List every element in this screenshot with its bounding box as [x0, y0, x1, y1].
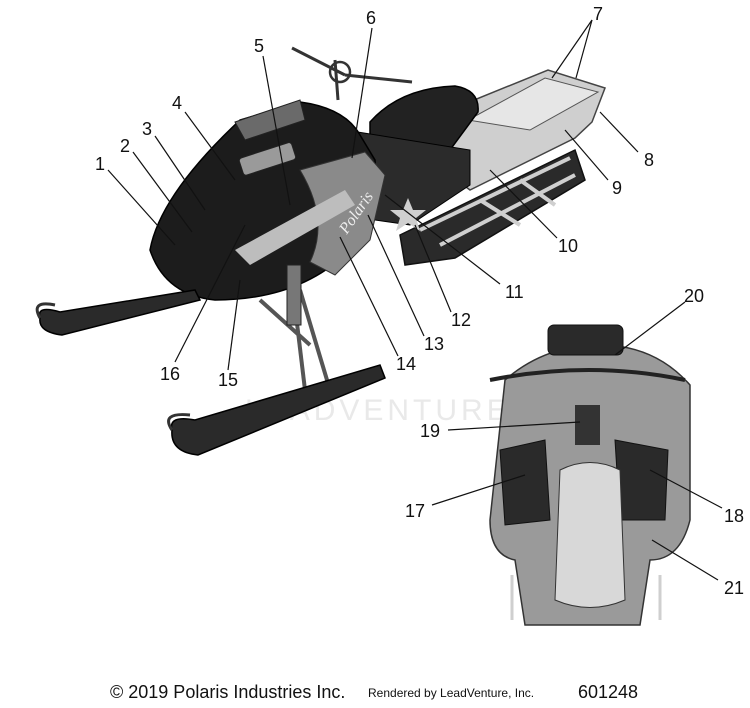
rear-rack-top: [466, 77, 600, 131]
callout-8: 8: [644, 150, 654, 170]
top-windshield: [547, 324, 624, 356]
callout-3: 3: [142, 119, 152, 139]
callout-20: 20: [684, 286, 704, 306]
callout-7: 7: [593, 4, 603, 24]
right-ski: [170, 364, 386, 456]
top-handlebar: [489, 368, 686, 382]
top-console: [575, 405, 600, 445]
callout-18: 18: [724, 506, 744, 526]
rendered-by-text: Rendered by LeadVenture, Inc.: [368, 686, 535, 700]
callout-13: 13: [424, 334, 444, 354]
callout-10: 10: [558, 236, 578, 256]
left-ski: [38, 289, 202, 336]
headlight: [238, 142, 297, 176]
callout-14: 14: [396, 354, 416, 374]
copyright-text: © 2019 Polaris Industries Inc.: [110, 682, 346, 702]
part-number: 601248: [578, 682, 639, 702]
leader-lines: [107, 19, 723, 581]
callout-17: 17: [405, 501, 425, 521]
callout-15: 15: [218, 370, 238, 390]
callout-11: 11: [505, 282, 524, 302]
callout-16: 16: [160, 364, 180, 384]
shock-absorber: [286, 264, 302, 326]
suspension-rails: [419, 156, 576, 247]
callout-1: 1: [95, 154, 105, 174]
footer: © 2019 Polaris Industries Inc. Rendered …: [0, 682, 750, 706]
callout-6: 6: [366, 8, 376, 28]
windshield: [234, 99, 306, 141]
callout-5: 5: [254, 36, 264, 56]
callout-numbers: 1 2 3 4 5 6 7 8 9 10 11 12 13 14 15 16 1…: [95, 4, 744, 598]
star-decal: [390, 198, 426, 231]
ski-loop-front: [35, 302, 56, 319]
snowmobile-top-view: [489, 324, 691, 626]
side-graphic-panel: [299, 151, 386, 276]
top-right-panel: [614, 439, 669, 521]
snowmobile-side-view: Polaris: [35, 46, 606, 456]
top-rails: [510, 575, 662, 620]
callout-9: 9: [612, 178, 622, 198]
top-seat: [554, 462, 626, 608]
ski-loop-rear: [167, 413, 191, 431]
side-graphic-stripe: [235, 190, 355, 265]
callout-2: 2: [120, 136, 130, 156]
callout-19: 19: [420, 421, 440, 441]
callout-4: 4: [172, 93, 182, 113]
top-left-panel: [499, 439, 551, 526]
callout-21: 21: [724, 578, 744, 598]
callout-12: 12: [451, 310, 471, 330]
handlebar: [291, 46, 413, 101]
